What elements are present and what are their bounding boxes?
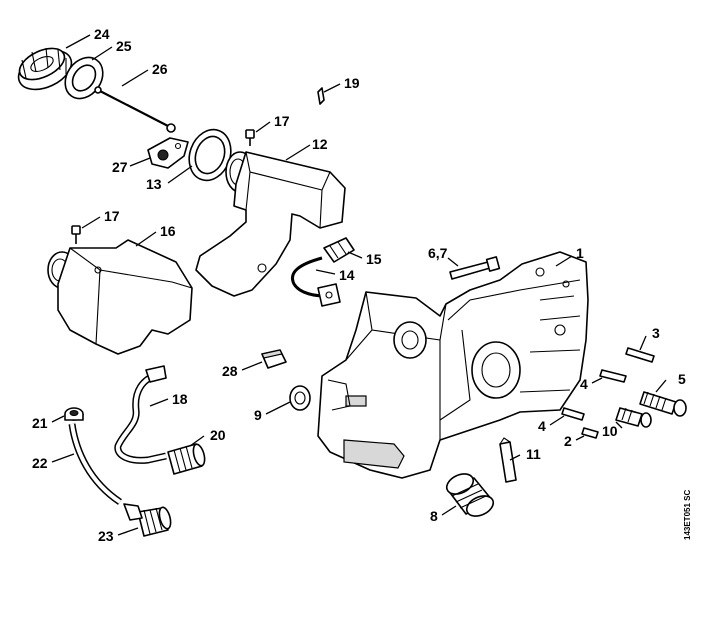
callout-15: 15: [366, 251, 382, 267]
callout-16: 16: [160, 223, 176, 239]
drawing-code: 143ET051 SC: [683, 490, 692, 540]
callout-27: 27: [112, 159, 128, 175]
part-17-screw-left: [71, 225, 81, 244]
part-4-stud-upper: [599, 369, 627, 383]
callout-23: 23: [98, 528, 114, 544]
callout-28: 28: [222, 363, 238, 379]
callout-20: 20: [210, 427, 226, 443]
callout-21: 21: [32, 415, 48, 431]
callout-2: 2: [564, 433, 572, 449]
callout-24: 24: [94, 26, 110, 42]
callout-17-left: 17: [104, 208, 120, 224]
callout-8: 8: [430, 508, 438, 524]
part-11-pin: [499, 437, 517, 483]
callout-labels: 24 25 26 19 17 12 27 13 17 16 6,7 1 15 1…: [32, 26, 686, 544]
part-10-bolt: [615, 407, 652, 428]
part-12-shroud: [195, 151, 346, 297]
part-8-buffer: [445, 473, 495, 517]
part-6-7-bolt: [449, 256, 501, 280]
part-18-hose: [114, 365, 167, 464]
part-21-grommet: [64, 407, 84, 421]
callout-12: 12: [312, 136, 328, 152]
callout-9: 9: [254, 407, 262, 423]
callout-22: 22: [32, 455, 48, 471]
part-3-stud: [625, 347, 655, 363]
part-20-filter: [167, 443, 206, 475]
callout-11: 11: [526, 446, 541, 462]
callout-5: 5: [678, 371, 686, 387]
callout-1: 1: [576, 245, 584, 261]
leader-lines: [51, 34, 667, 536]
part-26-rod: [94, 86, 176, 133]
part-19-pin: [317, 87, 325, 105]
part-4-stud-lower: [561, 407, 585, 421]
callout-14: 14: [339, 267, 355, 283]
part-28-block: [261, 349, 287, 369]
part-15-fitting: [323, 237, 355, 263]
callout-13: 13: [146, 176, 162, 192]
part-1-crankcase: [317, 251, 589, 479]
part-2-stud: [581, 427, 599, 439]
callout-17-upper: 17: [274, 113, 290, 129]
part-16-cover: [47, 239, 193, 355]
callout-3: 3: [652, 325, 660, 341]
callout-26: 26: [152, 61, 168, 77]
callout-25: 25: [116, 38, 132, 54]
part-13-gasket: [188, 128, 232, 182]
callout-4-lower: 4: [538, 418, 546, 434]
part-27-lever: [147, 137, 189, 169]
callout-10: 10: [602, 423, 618, 439]
part-22-tube: [68, 423, 122, 505]
part-14-line: [291, 256, 341, 307]
callout-19: 19: [344, 75, 360, 91]
callout-4-upper: 4: [580, 376, 588, 392]
part-9-grommet: [289, 385, 311, 411]
part-23-filter: [123, 503, 172, 537]
part-24-tank-cap: [17, 47, 73, 91]
part-17-screw-upper: [245, 129, 255, 146]
callout-18: 18: [172, 391, 188, 407]
callout-6-7: 6,7: [428, 245, 448, 261]
part-5-bolt: [639, 391, 687, 417]
